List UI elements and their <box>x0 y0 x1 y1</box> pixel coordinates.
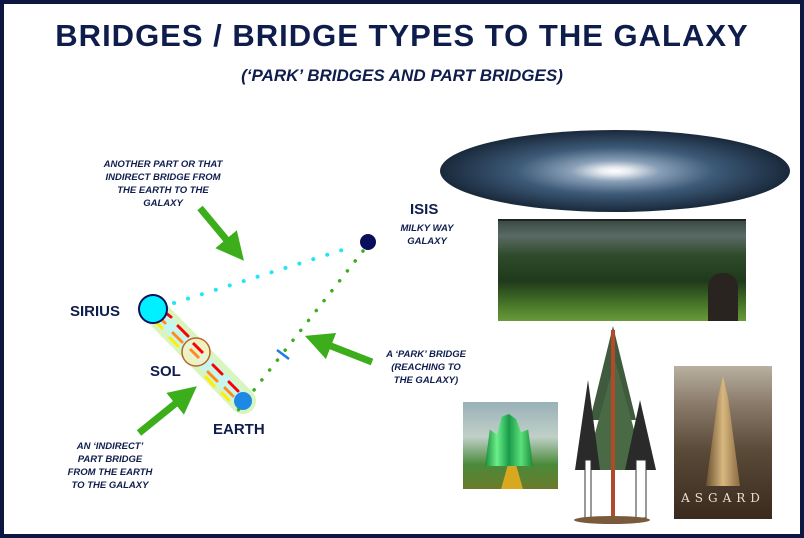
galaxy-image <box>440 130 790 212</box>
arrow-icon <box>136 386 197 436</box>
emerald-city-image <box>463 402 558 489</box>
sirius-star <box>138 294 168 324</box>
page-title: BRIDGES / BRIDGE TYPES TO THE GALAXY <box>55 18 749 53</box>
isis-node <box>360 234 376 250</box>
earth-planet <box>234 392 252 410</box>
person-silhouette <box>708 273 738 321</box>
label-isis: ISIS <box>410 201 439 218</box>
label-sirius: SIRIUS <box>70 303 121 320</box>
asgard-caption: ASGARD <box>681 491 765 505</box>
park-bridge-dotted-line <box>230 249 365 420</box>
sol-star <box>181 337 211 367</box>
blue-dash-marker <box>276 349 290 360</box>
arrow-icon <box>304 333 374 366</box>
asgard-spire <box>706 376 740 486</box>
label-earth: EARTH <box>213 421 265 438</box>
forest-image <box>498 219 746 321</box>
page-subtitle: (‘PARK’ BRIDGES AND PART BRIDGES) <box>241 66 563 85</box>
yellow-road <box>501 466 523 489</box>
asgard-image: ASGARD <box>674 366 772 519</box>
arrow-icon <box>197 205 244 261</box>
label-sol: SOL <box>150 363 181 380</box>
